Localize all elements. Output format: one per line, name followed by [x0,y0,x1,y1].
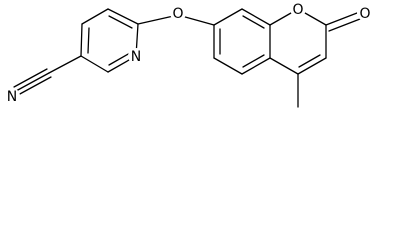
ether-oxygen-label: O [172,6,183,22]
bond [87,27,90,54]
bond [297,57,327,75]
bonds [13,8,361,108]
atom-labels: N N O O O [4,1,373,105]
atom-background [4,88,20,104]
bond [328,18,361,32]
bond [48,55,82,74]
bond [241,8,271,26]
bond [13,68,48,88]
pyridine-nitrogen-label: N [131,49,141,65]
nitrile-nitrogen-label: N [7,89,17,105]
atom-background [128,48,144,64]
bond [80,23,83,57]
atom-background [170,5,186,21]
bond [81,8,109,25]
bond [213,57,243,75]
ring-oxygen-label: O [292,2,303,18]
bond [80,55,109,73]
bond [325,12,358,26]
bond [242,54,265,68]
chemical-structure: N N O O O [4,1,373,108]
bond [298,54,321,68]
bond [241,57,271,75]
bond [15,72,50,92]
bond [269,57,299,75]
carbonyl-oxygen-label: O [359,6,370,22]
bond [107,8,139,25]
bond [108,15,133,29]
bond [213,8,243,26]
bond [242,15,265,29]
atom-background [290,1,306,17]
bond [17,76,52,96]
bond [108,52,131,66]
atom-background [357,5,373,21]
